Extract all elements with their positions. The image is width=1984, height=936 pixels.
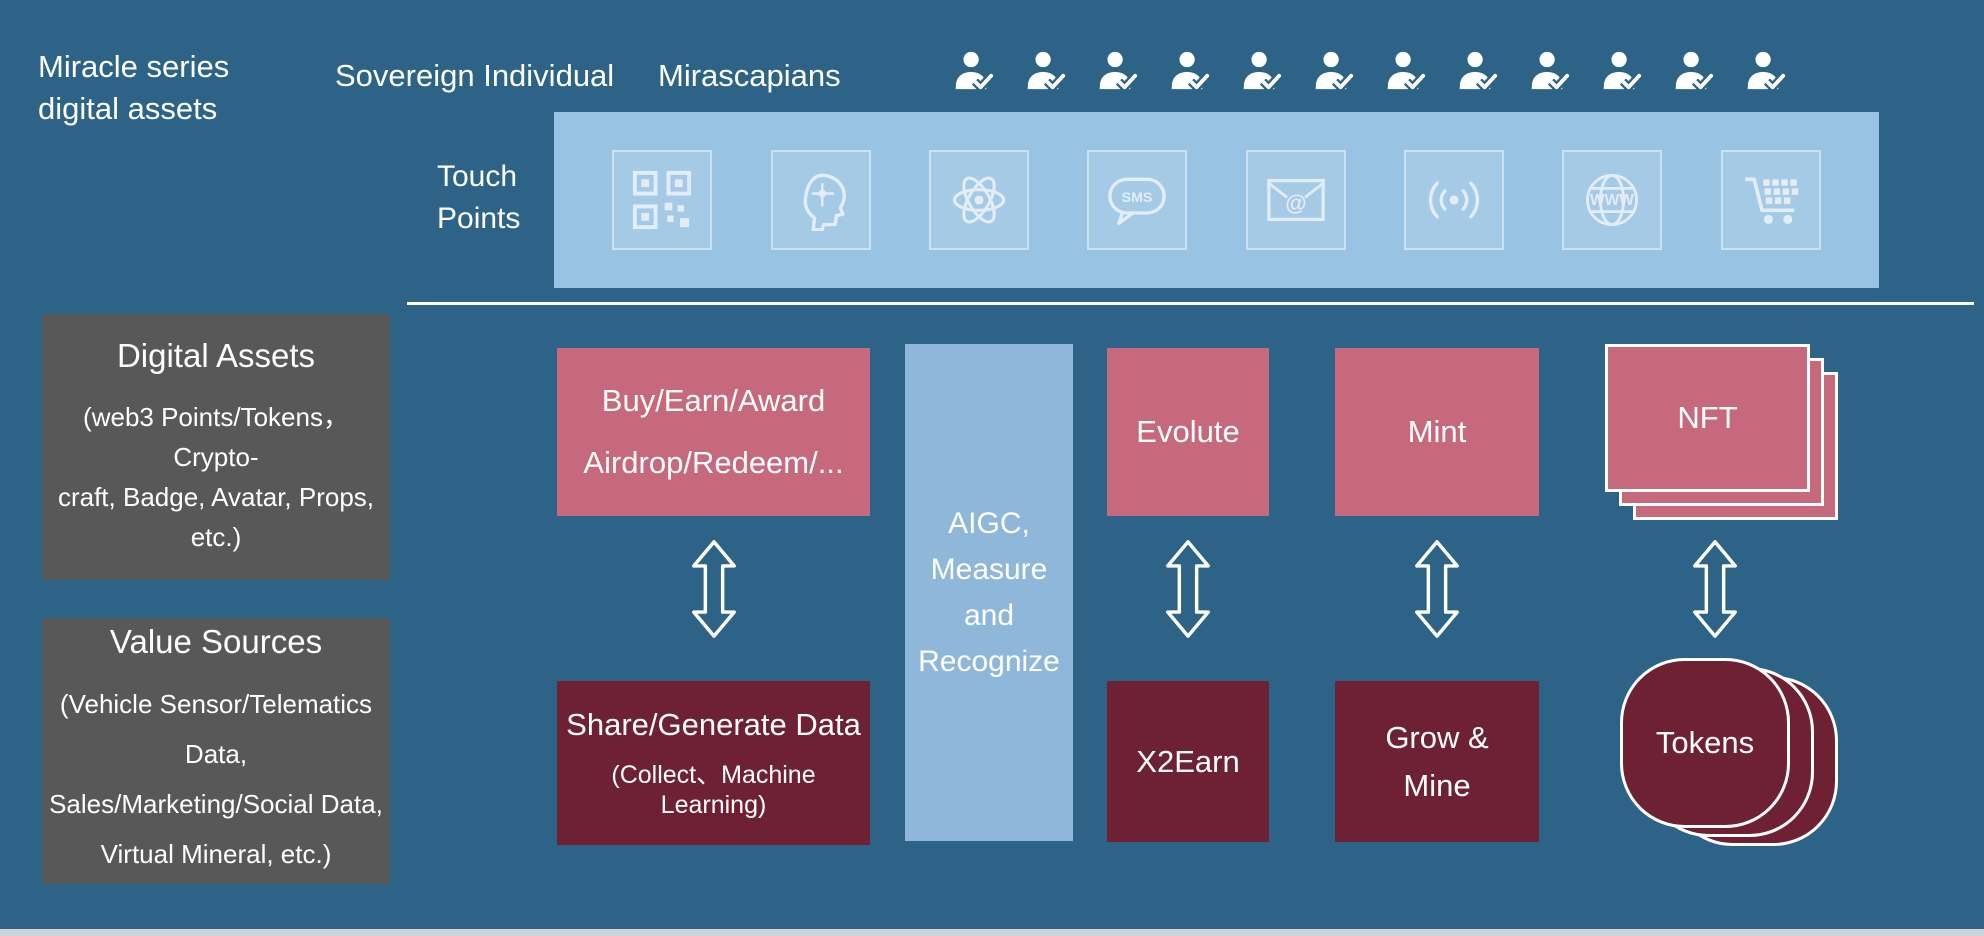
- value-sources-body-line: Sales/Marketing/Social Data,: [49, 789, 383, 819]
- grow-mine-box: Grow & Mine: [1335, 681, 1539, 842]
- touchpoint-tile-cart: [1720, 150, 1821, 250]
- user-check-icon: [1528, 48, 1571, 94]
- x2earn-box: X2Earn: [1107, 681, 1269, 842]
- aigc-line: AIGC,: [948, 506, 1030, 540]
- separator-line: [407, 302, 1974, 305]
- touch-points-label-line: Touch: [437, 160, 518, 193]
- email-at-icon: @: [1266, 178, 1325, 222]
- user-check-icon: [952, 48, 995, 94]
- double-arrow-icon: [692, 540, 736, 638]
- value-sources-panel: Value Sources (Vehicle Sensor/Telematics…: [42, 618, 390, 884]
- user-check-icon: [1672, 48, 1715, 94]
- digital-assets-panel: Digital Assets (web3 Points/Tokens，Crypt…: [42, 314, 390, 580]
- tokens-stack: Tokens: [1620, 658, 1842, 850]
- nft-label: NFT: [1677, 400, 1738, 435]
- label-sovereign-individual: Sovereign Individual: [335, 58, 615, 93]
- double-arrow-icon: [1415, 540, 1459, 638]
- value-sources-body-line: (Vehicle Sensor/Telematics Data,: [59, 689, 373, 769]
- label-mirascapians: Mirascapians: [658, 58, 841, 93]
- svg-text:SMS: SMS: [1122, 190, 1153, 206]
- aigc-line: Measure: [930, 552, 1048, 586]
- value-sources-body-line: Virtual Mineral, etc.): [100, 839, 332, 869]
- aigc-line: Recognize: [918, 644, 1060, 678]
- broadcast-signal-icon: [1428, 181, 1479, 219]
- user-check-icon: [1096, 48, 1139, 94]
- user-icons-row: [952, 48, 1787, 94]
- touchpoint-tile-broadcast: [1403, 150, 1504, 250]
- token-coin-front: Tokens: [1620, 658, 1790, 828]
- page-title-line: digital assets: [38, 91, 218, 126]
- share-generate-data-box: Share/Generate Data (Collect、Machine Lea…: [557, 681, 870, 845]
- nft-stack: NFT: [1605, 344, 1841, 524]
- nft-card-front: NFT: [1605, 344, 1810, 492]
- touchpoint-tile-email: @: [1245, 150, 1346, 250]
- user-check-icon: [1168, 48, 1211, 94]
- touchpoint-tile-qr: [612, 150, 713, 250]
- shopping-cart-icon: [1744, 177, 1798, 224]
- touchpoint-tile-ai: [770, 150, 871, 250]
- qr-code-icon: [633, 170, 692, 230]
- mint-box: Mint: [1335, 348, 1539, 516]
- user-check-icon: [1744, 48, 1787, 94]
- share-generate-data-subtitle: (Collect、Machine Learning): [611, 760, 816, 819]
- page-title: Miracle series digital assets: [38, 46, 229, 130]
- www-globe-icon: WWW: [1586, 174, 1639, 226]
- buy-earn-award-line: Buy/Earn/Award: [601, 383, 826, 418]
- touchpoint-tile-www: WWW: [1562, 150, 1663, 250]
- ai-head-icon: [803, 173, 846, 231]
- buy-earn-award-line: Airdrop/Redeem/...: [583, 445, 844, 480]
- touchpoint-tile-atom: [928, 150, 1029, 250]
- page-title-line: Miracle series: [38, 49, 230, 84]
- aigc-line: and: [963, 598, 1015, 632]
- digital-assets-body-line: craft, Badge, Avatar, Props, etc.): [57, 482, 375, 552]
- grow-mine-line: Mine: [1403, 767, 1471, 803]
- user-check-icon: [1384, 48, 1427, 94]
- touchpoint-tile-sms: SMS: [1087, 150, 1188, 250]
- sms-bubble-icon: SMS: [1108, 177, 1167, 225]
- user-check-icon: [1312, 48, 1355, 94]
- value-sources-body: (Vehicle Sensor/Telematics Data, Sales/Ma…: [42, 679, 390, 879]
- double-arrow-icon: [1166, 540, 1210, 638]
- digital-assets-body-line: (web3 Points/Tokens，Crypto-: [83, 402, 349, 472]
- double-arrow-icon: [1693, 540, 1737, 638]
- tokens-label: Tokens: [1655, 725, 1755, 760]
- user-check-icon: [1600, 48, 1643, 94]
- share-generate-data-title: Share/Generate Data: [566, 706, 861, 742]
- user-check-icon: [1456, 48, 1499, 94]
- user-check-icon: [1024, 48, 1067, 94]
- svg-text:@: @: [1285, 190, 1306, 215]
- user-check-icon: [1240, 48, 1283, 94]
- evolute-box: Evolute: [1107, 348, 1269, 516]
- touch-points-label-line: Points: [437, 202, 521, 235]
- atom-icon: [952, 176, 1006, 224]
- digital-assets-title: Digital Assets: [116, 337, 316, 374]
- touch-points-bar: SMS @: [554, 112, 1879, 288]
- digital-assets-body: (web3 Points/Tokens，Crypto-craft, Badge,…: [42, 397, 390, 557]
- value-sources-title: Value Sources: [109, 623, 323, 660]
- bottom-edge: [0, 929, 1984, 936]
- svg-text:WWW: WWW: [1590, 192, 1634, 209]
- grow-mine-line: Grow &: [1385, 719, 1489, 755]
